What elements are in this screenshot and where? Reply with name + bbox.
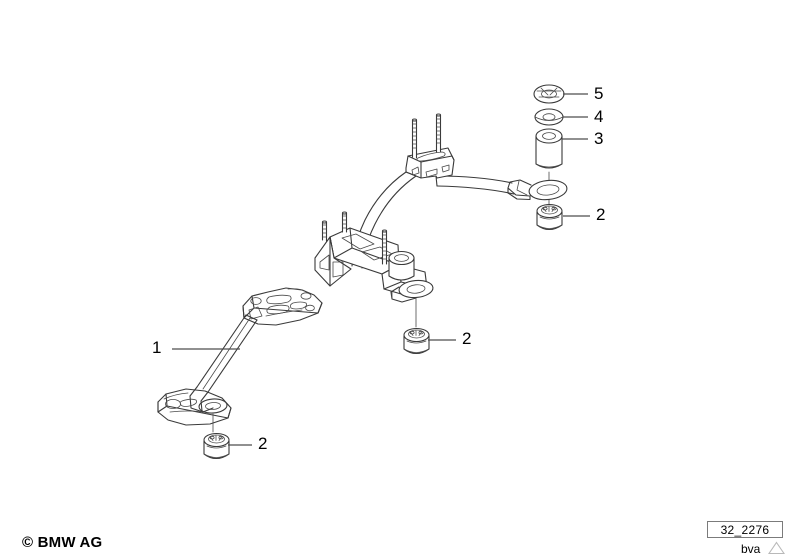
center-bracket-stud-a (321, 220, 328, 242)
callout-number-2-left: 2 (258, 434, 268, 453)
part-rubber-mount-2-left (203, 413, 230, 460)
top-bracket-stud-right (435, 113, 442, 153)
strut-lower-left-bar (196, 314, 258, 393)
part-nut-5 (533, 84, 565, 104)
center-bracket-stud-b (341, 211, 348, 233)
strut-upper-curved-arm (435, 175, 515, 195)
callout-number-1: 1 (152, 338, 162, 357)
callout-number-3: 3 (594, 129, 604, 148)
part-washer-4 (534, 108, 564, 126)
callout-number-4: 4 (594, 107, 604, 126)
top-bracket (405, 113, 455, 179)
callout-number-5: 5 (594, 84, 604, 103)
strut-right-eye (507, 179, 568, 201)
center-bracket-stud-c (381, 229, 388, 265)
top-bracket-stud-left (411, 118, 418, 159)
diagram-code-box (707, 521, 783, 538)
producer-code: bva (741, 542, 761, 556)
center-star-plate (242, 287, 323, 326)
part-spacer-sleeve-3 (535, 128, 563, 169)
strut-lower-left-foot (157, 386, 232, 426)
part-rubber-mount-2-center (403, 297, 430, 355)
leader-lines (172, 93, 590, 446)
triangle-outline-icon (768, 541, 785, 555)
copyright-notice: © BMW AG (22, 534, 103, 551)
callout-number-2-right: 2 (596, 205, 606, 224)
callout-number-2-center: 2 (462, 329, 472, 348)
diagram-code: 32_2276 (720, 523, 770, 537)
center-bracket (314, 211, 434, 303)
part-rubber-mount-2-right (536, 197, 563, 231)
